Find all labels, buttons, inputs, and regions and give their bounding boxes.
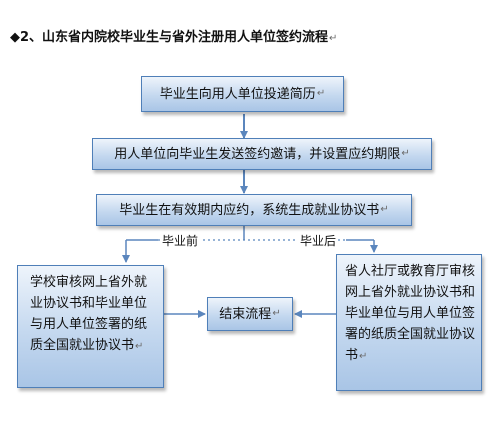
provincial-review-box: 省人社厅或教育厅审核网上省外就业协议书和毕业单位与用人单位签署的纸质全国就业协议… [336,254,482,391]
step-accept-generate: 毕业生在有效期内应约，系统生成就业协议书↵ [96,194,412,226]
provincial-review-text: 省人社厅或教育厅审核网上省外就业协议书和毕业单位与用人单位签署的纸质全国就业协议… [345,264,476,363]
step-submit-resume-text: 毕业生向用人单位投递简历 [159,86,316,102]
school-review-text: 学校审核网上省外就业协议书和毕业单位与用人单位签署的纸质全国就业协议书 [30,275,148,353]
paragraph-mark-icon: ↵ [380,204,389,215]
paragraph-mark-icon: ↵ [359,351,368,362]
paragraph-mark-icon: ↵ [401,148,410,159]
branch-label-after-graduation: 毕业后 [298,232,339,249]
school-review-box: 学校审核网上省外就业协议书和毕业单位与用人单位签署的纸质全国就业协议书↵ [17,265,164,388]
end-process-text: 结束流程 [219,306,272,322]
end-process-box: 结束流程↵ [207,297,293,331]
paragraph-mark-icon: ↵ [135,341,144,352]
step-send-invitation: 用人单位向毕业生发送签约邀请，并设置应约期限↵ [92,138,432,170]
branch-label-before-graduation: 毕业前 [160,232,201,249]
paragraph-mark-icon: ↵ [329,33,338,44]
heading-text: ◆2、山东省内院校毕业生与省外注册用人单位签约流程 [10,30,329,45]
step-accept-generate-text: 毕业生在有效期内应约，系统生成就业协议书 [119,202,380,218]
page-heading: ◆2、山东省内院校毕业生与省外注册用人单位签约流程↵ [10,26,337,45]
step-submit-resume: 毕业生向用人单位投递简历↵ [141,76,344,112]
step-send-invitation-text: 用人单位向毕业生发送签约邀请，并设置应约期限 [114,146,401,162]
paragraph-mark-icon: ↵ [272,308,281,319]
paragraph-mark-icon: ↵ [316,88,326,99]
